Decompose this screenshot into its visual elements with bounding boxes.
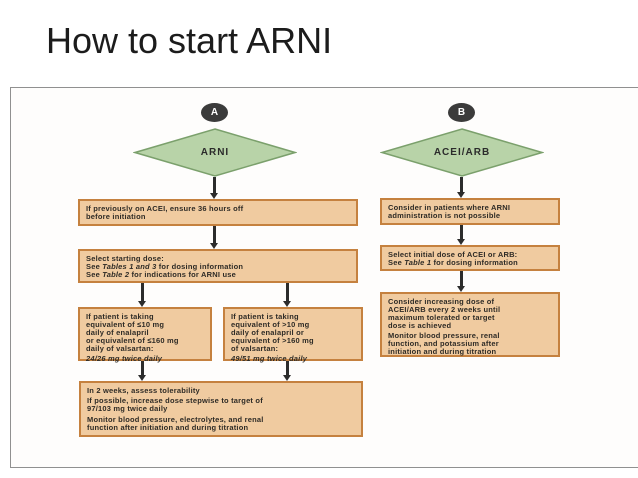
pathway-a-badge: A — [201, 103, 228, 122]
arrow-b-diamond-to-consider — [457, 177, 466, 198]
starting-dose-line2-pre: See — [86, 261, 103, 271]
box-line: See Tables 1 and 3 for dosing informatio… — [86, 261, 350, 271]
box-line: See Table 2 for indications for ARNI use — [86, 269, 350, 279]
arrow-b-dose-to-titration — [457, 271, 466, 292]
a-titration-p1: In 2 weeks, assess tolerability — [87, 385, 200, 395]
box-acei-washout: If previously on ACEI, ensure 36 hours o… — [78, 199, 358, 226]
arrow-stem — [141, 361, 144, 376]
starting-dose-line2-ref: Tables 1 and 3 — [102, 261, 157, 271]
arrow-a-dose-to-high — [283, 283, 292, 307]
arrow-stem — [460, 271, 463, 287]
arrow-stem — [213, 177, 216, 194]
starting-dose-line3-post: for indications for ARNI use — [129, 269, 236, 279]
b-titration-p1: Consider increasing dose of ACEI/ARB eve… — [388, 296, 501, 330]
initial-dose-line2-pre: See — [388, 257, 405, 267]
arrow-stem — [141, 283, 144, 302]
box-line: See Table 1 for dosing information — [388, 257, 552, 267]
box-low-dose-value: 24/26 mg twice daily — [86, 353, 163, 363]
diamond-shape-icon — [133, 128, 297, 177]
arrow-a-low-to-titration — [138, 361, 147, 381]
acei-arb-decision-diamond: ACEI/ARB — [380, 128, 544, 177]
pathway-b-badge: B — [448, 103, 475, 122]
arrow-a-high-to-titration — [283, 361, 292, 381]
slide-title: How to start ARNI — [46, 20, 333, 61]
arrow-a-dose-to-low — [138, 283, 147, 307]
box-consider-text: Consider in patients where ARNI administ… — [388, 202, 511, 220]
box-initial-dose: Select initial dose of ACEI or ARB: See … — [380, 245, 560, 271]
initial-dose-line2-post: for dosing information — [431, 257, 518, 267]
arni-decision-diamond: ARNI — [133, 128, 297, 177]
box-b-titration: Consider increasing dose of ACEI/ARB eve… — [380, 292, 560, 357]
arrow-stem — [460, 177, 463, 193]
box-line: Select initial dose of ACEI or ARB: — [388, 249, 552, 259]
box-line: Select starting dose: — [86, 253, 350, 263]
box-a-titration: In 2 weeks, assess tolerability If possi… — [79, 381, 363, 437]
box-high-dose-value: 49/51 mg twice daily — [231, 353, 308, 363]
starting-dose-line2-post: for dosing information — [156, 261, 244, 271]
arrow-stem — [286, 283, 289, 302]
box-starting-dose: Select starting dose: See Tables 1 and 3… — [78, 249, 358, 283]
initial-dose-line2-ref: Table 1 — [404, 257, 432, 267]
initial-dose-line1: Select initial dose of ACEI or ARB: — [388, 249, 518, 259]
box-consider-arni-not-possible: Consider in patients where ARNI administ… — [380, 198, 560, 225]
starting-dose-line3-ref: Table 2 — [102, 269, 130, 279]
box-acei-washout-text: If previously on ACEI, ensure 36 hours o… — [86, 203, 244, 221]
arrow-stem — [460, 225, 463, 240]
arrow-a-washout-to-dose — [210, 226, 219, 249]
starting-dose-line3-pre: See — [86, 269, 103, 279]
arni-diamond-label: ARNI — [200, 147, 230, 158]
box-high-dose: If patient is taking equivalent of >10 m… — [223, 307, 363, 363]
box-low-dose: If patient is taking equivalent of ≤10 m… — [78, 307, 212, 363]
box-low-dose-condition: If patient is taking equivalent of ≤10 m… — [86, 311, 179, 353]
a-titration-p3: Monitor blood pressure, electrolytes, an… — [87, 414, 264, 432]
box-high-dose-condition: If patient is taking equivalent of >10 m… — [231, 311, 314, 353]
arrow-b-consider-to-dose — [457, 225, 466, 245]
starting-dose-line1: Select starting dose: — [86, 253, 164, 263]
b-titration-p2: Monitor blood pressure, renal function, … — [388, 331, 500, 356]
diamond-shape-icon — [380, 128, 544, 177]
arrow-stem — [286, 361, 289, 376]
a-titration-p2: If possible, increase dose stepwise to t… — [87, 396, 263, 413]
arrow-a-diamond-to-washout — [210, 177, 219, 199]
acei-arb-diamond-label: ACEI/ARB — [433, 147, 491, 158]
arrow-stem — [213, 226, 216, 244]
